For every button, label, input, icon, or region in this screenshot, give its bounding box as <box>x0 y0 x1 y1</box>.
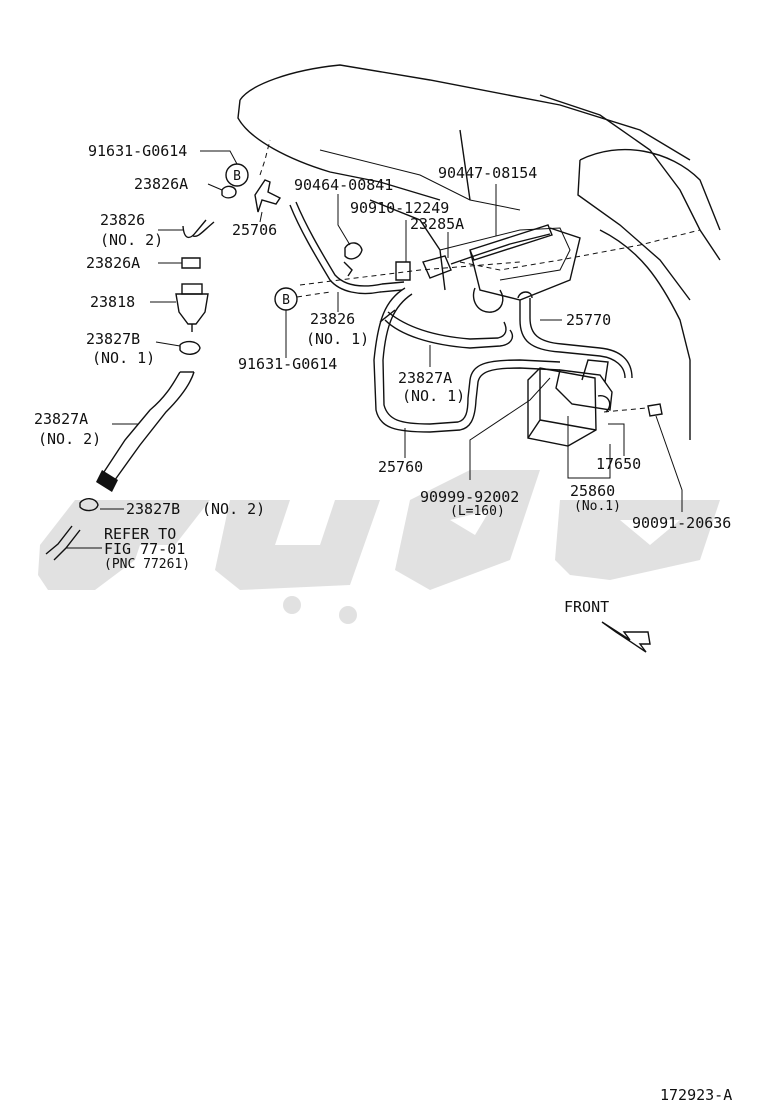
label-25770: 25770 <box>566 311 611 329</box>
valve-body <box>469 227 581 301</box>
fitting-90910 <box>395 261 411 281</box>
label-25860: 25860 <box>570 482 615 500</box>
label-23827b-no1-sub: (NO. 1) <box>92 349 155 367</box>
engine-body-outline <box>237 64 721 440</box>
label-91631-bottom: 91631-G0614 <box>238 355 337 373</box>
hose-25760 <box>373 287 561 433</box>
filter-23818 <box>175 293 209 325</box>
label-23826-no1: 23826 <box>310 310 355 328</box>
label-23818: 23818 <box>90 293 135 311</box>
label-23826-no2-sub: (NO. 2) <box>100 231 163 249</box>
pipe-90447 <box>469 224 553 261</box>
label-90910: 90910-12249 <box>350 199 449 217</box>
label-refer-line1: REFER TO <box>104 525 176 543</box>
label-23827a-no2: 23827A <box>34 410 88 428</box>
label-23826a-mid: 23826A <box>86 254 140 272</box>
clip-23827b-no1 <box>179 340 201 355</box>
marker-b-mid-label: B <box>282 293 290 308</box>
label-23827a-no1-sub: (NO. 1) <box>402 387 465 405</box>
label-23827b-no2-sub: (NO. 2) <box>202 500 265 518</box>
part-labels: 91631-G0614 23826A 25706 23826 (NO. 2) 2… <box>34 142 732 1104</box>
label-23827b-no1: 23827B <box>86 330 140 348</box>
label-front: FRONT <box>564 598 609 616</box>
clip-23827b-no2 <box>79 498 99 512</box>
hose-23827a-no2 <box>99 371 181 479</box>
label-91631-top: 91631-G0614 <box>88 142 187 160</box>
main-assembly: B <box>274 184 683 512</box>
bolt-90091 <box>647 403 663 417</box>
label-25760: 25760 <box>378 458 423 476</box>
label-23827b-no2: 23827B <box>126 500 180 518</box>
label-refer-line2: FIG 77-01 <box>104 540 185 558</box>
label-90447: 90447-08154 <box>438 164 537 182</box>
label-23826-no1-sub: (NO. 1) <box>306 330 369 348</box>
clip-23826a-top <box>221 185 237 199</box>
label-23826-no2: 23826 <box>100 211 145 229</box>
label-23826a-top: 23826A <box>134 175 188 193</box>
label-90999-sub: (L=160) <box>450 504 505 519</box>
left-parts: B <box>45 150 282 561</box>
hose-23826-no2 <box>182 219 207 239</box>
label-23827a-no2-sub: (NO. 2) <box>38 430 101 448</box>
vsv-17650 <box>555 369 613 411</box>
bracket-25706 <box>254 179 282 213</box>
label-23285a: 23285A <box>410 215 464 233</box>
hose-25770 <box>519 300 626 379</box>
marker-b-top-label: B <box>233 169 241 184</box>
referral-pipe <box>45 525 73 555</box>
label-90464: 90464-00841 <box>294 176 393 194</box>
front-indicator <box>601 621 651 653</box>
watermark <box>38 470 720 624</box>
label-90999: 90999-92002 <box>420 488 519 506</box>
hose-23827a-no1 <box>384 319 514 349</box>
front-arrow-icon <box>601 621 651 653</box>
diagram-id: 172923-A <box>660 1086 732 1104</box>
clip-90464 <box>344 242 363 260</box>
filter-23285a <box>422 255 452 279</box>
label-23827a-no1: 23827A <box>398 369 452 387</box>
label-25860-sub: (No.1) <box>574 499 621 514</box>
label-25706: 25706 <box>232 221 277 239</box>
label-90091: 90091-20636 <box>632 514 731 532</box>
canister-25860 <box>527 367 597 447</box>
label-17650: 17650 <box>596 455 641 473</box>
label-refer-line3: (PNC 77261) <box>104 557 190 572</box>
clip-23826a-mid <box>181 257 201 269</box>
hose-23826-no1 <box>289 204 403 295</box>
